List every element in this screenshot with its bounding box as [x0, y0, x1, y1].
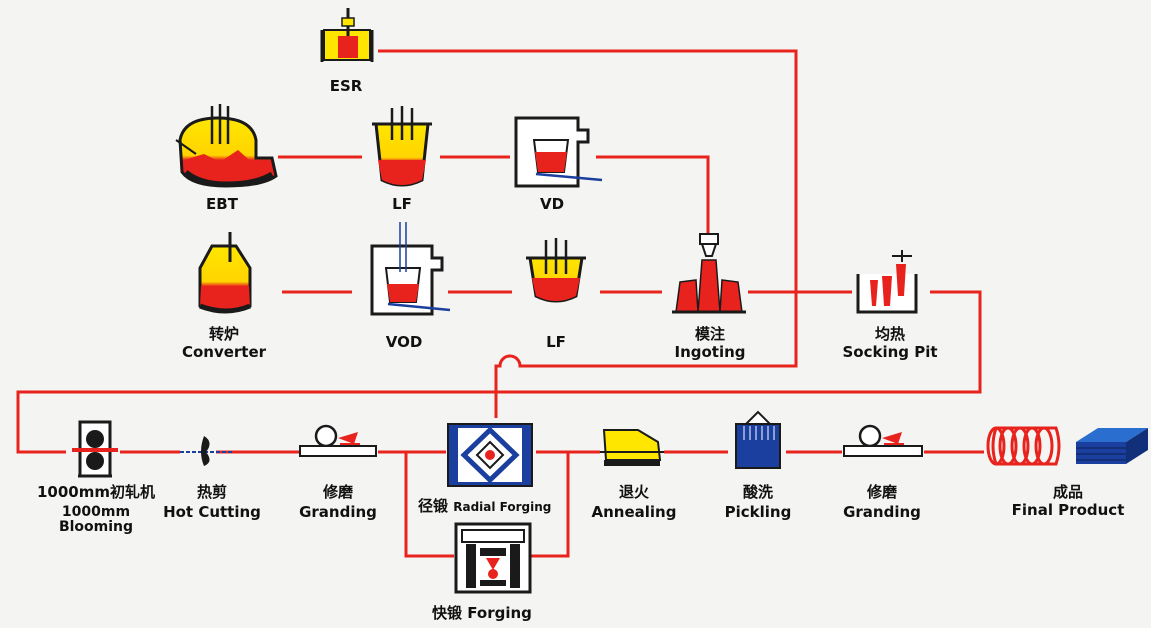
blooming-label-cn: 1000mm初轧机: [36, 483, 156, 501]
blooming-label-en-line2: Blooming: [58, 519, 134, 535]
lf-top-ladle-icon: [372, 106, 432, 187]
radial-forging-label: 径锻 Radial Forging: [418, 498, 551, 516]
granding-1-label-cn: 修磨: [322, 483, 354, 501]
pickling-label-en: Pickling: [724, 503, 792, 521]
annealing-label-cn: 退火: [618, 483, 650, 501]
line-vd-to-ingoting: [596, 155, 710, 234]
forging-press-icon: [454, 522, 532, 594]
socking-pit-label-cn: 均热: [874, 325, 906, 343]
hot-cutting-icon: [180, 436, 232, 466]
pickling-label-cn: 酸洗: [742, 483, 774, 501]
final-product-label-cn: 成品: [1052, 483, 1084, 501]
ingoting-molds-icon: [672, 233, 746, 314]
ingoting-label-cn: 模注: [694, 325, 726, 343]
granding-2-icon: [843, 424, 923, 457]
converter-icon: [198, 232, 252, 314]
ingoting-label-en: Ingoting: [674, 343, 746, 361]
granding-2-label-en: Granding: [843, 503, 921, 521]
hot-cutting-label-en: Hot Cutting: [163, 503, 261, 521]
esr-label: ESR: [329, 77, 363, 95]
line-forging-to-annealing: [530, 452, 570, 558]
converter-label-cn: 转炉: [208, 325, 240, 343]
forging-label-en: Forging: [467, 604, 532, 622]
socking-pit-label-en: Socking Pit: [842, 343, 938, 361]
final-product-label-en: Final Product: [1011, 501, 1125, 519]
forging-label: 快锻 Forging: [432, 605, 532, 622]
final-product-slab-icon: [1076, 428, 1148, 464]
line-esr-to-socking: [378, 49, 798, 418]
esr-icon: [320, 8, 374, 62]
annealing-label-en: Annealing: [591, 503, 677, 521]
vd-label: VD: [539, 195, 565, 213]
line-socking-to-blooming: [16, 290, 982, 454]
blooming-label-en-line1: 1000mm: [61, 504, 131, 520]
radial-forging-label-en: Radial Forging: [453, 500, 552, 514]
ebt-furnace-icon: [175, 104, 278, 188]
converter-label-en: Converter: [181, 343, 267, 361]
vod-vessel-icon: [370, 222, 451, 316]
granding-2-label-cn: 修磨: [866, 483, 898, 501]
lf-mid-ladle-icon: [526, 238, 586, 303]
annealing-furnace-icon: [600, 429, 664, 466]
blooming-mill-icon: [72, 420, 118, 478]
lf-top-label: LF: [392, 195, 412, 213]
granding-1-icon: [299, 424, 377, 457]
pickling-tank-icon: [735, 410, 781, 469]
forging-label-cn: 快锻: [432, 604, 463, 622]
lf-mid-label: LF: [546, 333, 566, 351]
radial-forging-label-cn: 径锻: [418, 497, 449, 515]
ebt-label: EBT: [206, 195, 238, 213]
socking-pit-icon: [856, 250, 918, 314]
granding-1-label-en: Granding: [299, 503, 377, 521]
vod-label: VOD: [385, 333, 423, 351]
radial-forging-icon: [447, 423, 533, 487]
line-branch-to-forging: [404, 452, 454, 558]
hot-cutting-label-cn: 热剪: [196, 483, 228, 501]
final-product-bars-icon: [986, 426, 1061, 466]
vd-vessel-icon: [514, 116, 603, 188]
